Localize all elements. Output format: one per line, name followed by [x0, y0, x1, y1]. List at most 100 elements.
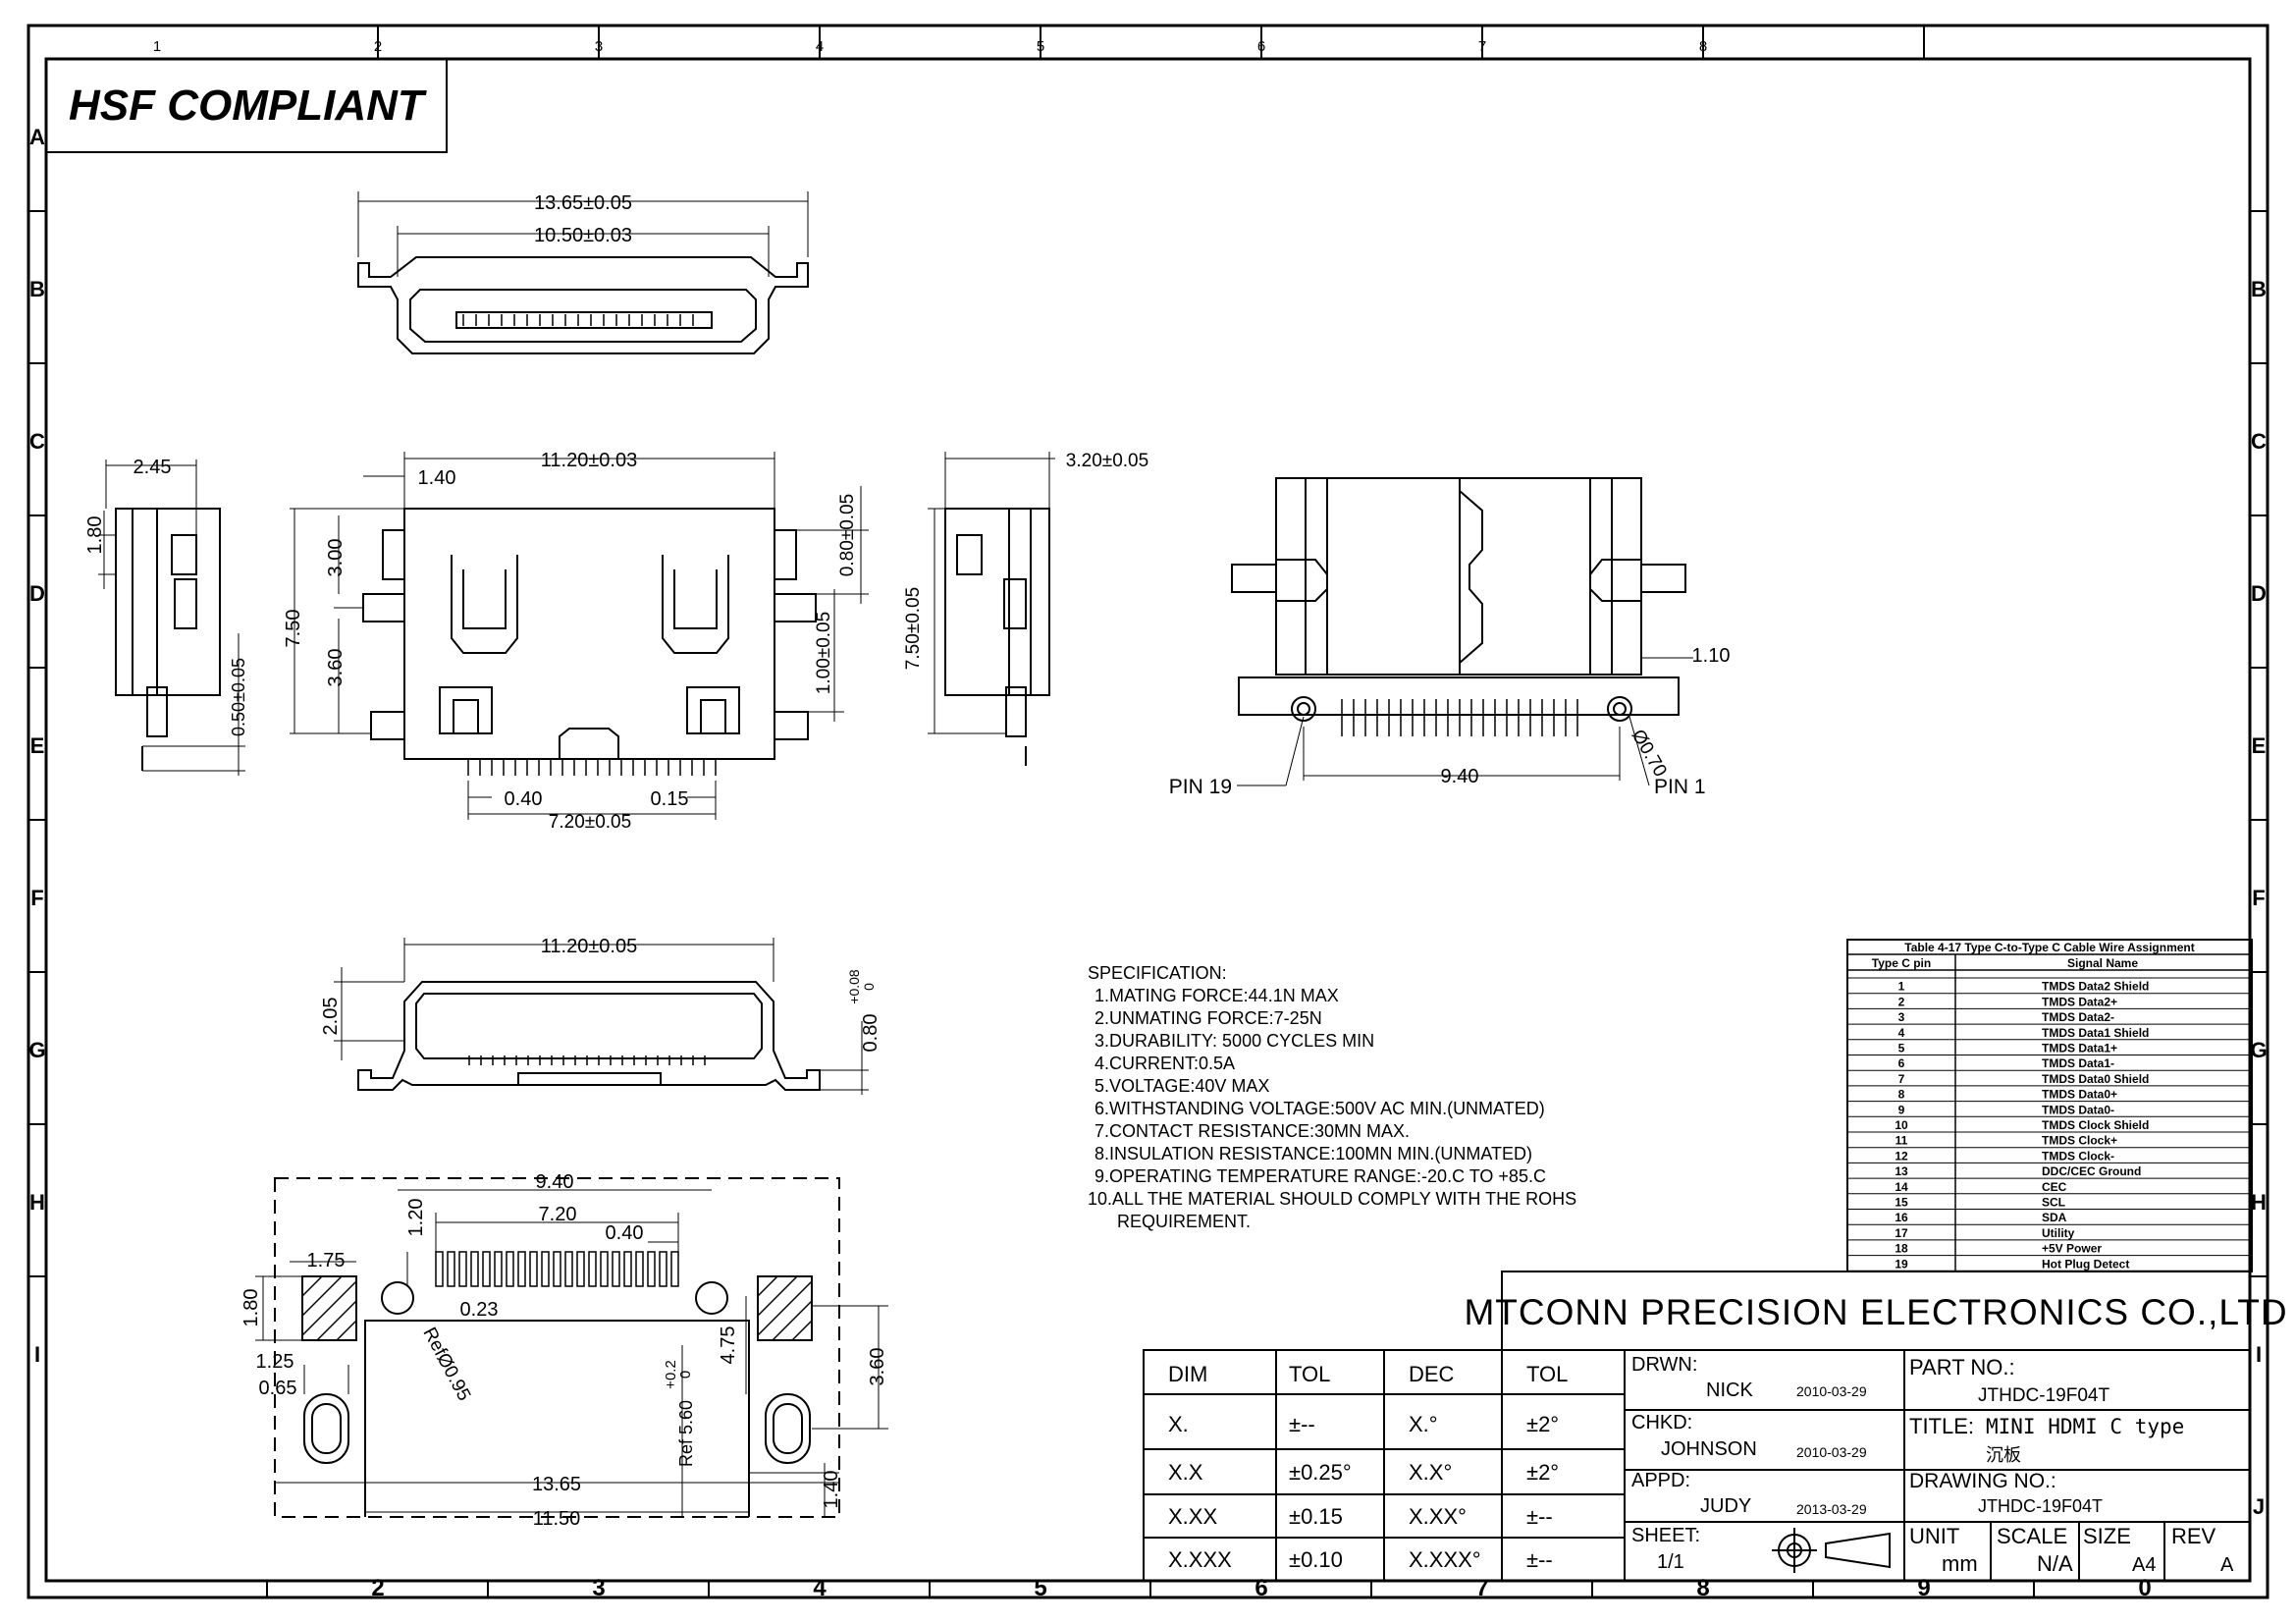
- spec-item: REQUIREMENT.: [1117, 1212, 1251, 1231]
- dwg-label: DRAWING NO.:: [1909, 1470, 2056, 1492]
- dim-label: Ø0.70: [1628, 727, 1671, 781]
- table-header: Type C pin: [1872, 956, 1931, 970]
- zone-number: 4: [816, 38, 824, 55]
- pcb-pad-row: [435, 1251, 679, 1287]
- dim-label: +0.08: [846, 969, 862, 1004]
- spec-item: 5.VOLTAGE:40V MAX: [1095, 1076, 1269, 1096]
- zone-number: 3: [595, 38, 603, 55]
- tol-cell: X.XX: [1168, 1504, 1217, 1529]
- pin-number: 19: [1895, 1257, 1908, 1271]
- pin-signal: TMDS Data1 Shield: [2042, 1026, 2149, 1040]
- zone-number: 7: [1478, 38, 1486, 55]
- zone-letter: F: [2252, 886, 2265, 910]
- zone-letter: F: [30, 886, 43, 910]
- tol-cell: X.XXX°: [1409, 1547, 1481, 1572]
- table-header: Signal Name: [2067, 956, 2138, 970]
- zone-number: 2: [371, 1575, 384, 1601]
- tolerance-table: DIM TOL DEC TOL X. ±-- X.° ±2° X.X ±0.25…: [1168, 1362, 1568, 1572]
- zone-letter: G: [28, 1038, 45, 1062]
- dim-label: 7.50±0.05: [903, 587, 924, 670]
- dim-label: 9.40: [536, 1171, 574, 1193]
- zone-letter: H: [2251, 1190, 2267, 1215]
- spec-item: 6.WITHSTANDING VOLTAGE:500V AC MIN.(UNMA…: [1095, 1099, 1545, 1118]
- front-pin-row: [467, 759, 717, 776]
- pin-number: 13: [1895, 1164, 1908, 1178]
- dim-label: 0.80±0.05: [837, 494, 858, 576]
- pin-number: 2: [1898, 995, 1905, 1008]
- tol-cell: ±2°: [1526, 1460, 1559, 1485]
- title-block: [1143, 1271, 2251, 1582]
- zone-letter: A: [29, 125, 45, 149]
- zone-letter: D: [29, 581, 45, 606]
- tol-header: DEC: [1409, 1362, 1455, 1386]
- pin-number: 6: [1898, 1056, 1905, 1070]
- dim-label: 13.65: [532, 1474, 581, 1495]
- dim-label: 7.20: [539, 1204, 577, 1225]
- size-value: A4: [2132, 1554, 2156, 1576]
- scale-label: SCALE: [1997, 1524, 2067, 1548]
- dwg-value: JTHDC-19F04T: [1978, 1496, 2103, 1516]
- zone-letter: I: [34, 1342, 40, 1367]
- company-name: MTCONN PRECISION ELECTRONICS CO.,LTD: [1464, 1292, 2287, 1332]
- dim-label: 0.40: [606, 1222, 644, 1244]
- dim-label: 1.00±0.05: [814, 612, 834, 694]
- title-value: MINI HDMI C type: [1986, 1415, 2184, 1438]
- zone-number: 2: [374, 38, 382, 55]
- dim-label: 1.80: [240, 1289, 262, 1327]
- spec-item: 8.INSULATION RESISTANCE:100MN MIN.(UNMAT…: [1095, 1144, 1532, 1163]
- hatched-pad-left: [301, 1275, 357, 1341]
- badge-text: HSF COMPLIANT: [69, 81, 427, 130]
- zone-number: 9: [1917, 1575, 1930, 1601]
- left-side-view: [98, 460, 245, 776]
- tol-cell: X.XX°: [1409, 1504, 1467, 1529]
- title-label: TITLE:: [1909, 1414, 1974, 1438]
- pin-number: 8: [1898, 1088, 1905, 1102]
- zone-letter: C: [29, 429, 45, 454]
- zone-letter: I: [2256, 1342, 2262, 1367]
- top-zone-numbers: 1 2 3 4 5 6 7 8: [153, 38, 1707, 55]
- front-view: [290, 452, 869, 820]
- dim-label: 0: [677, 1371, 694, 1379]
- zone-number: 3: [592, 1575, 605, 1601]
- zone-number: 8: [1699, 38, 1707, 55]
- dim-label: 0.80: [860, 1014, 881, 1053]
- drwn-label: DRWN:: [1631, 1354, 1697, 1376]
- pin-signal: Utility: [2042, 1226, 2075, 1240]
- zone-letter: C: [2251, 429, 2267, 454]
- drwn-date: 2010-03-29: [1796, 1383, 1867, 1399]
- dim-label: +0.2: [663, 1360, 679, 1389]
- pin-assignment-table: Table 4-17 Type C-to-Type C Cable Wire A…: [1846, 939, 2253, 1272]
- dim-label: 11.20±0.03: [541, 450, 637, 471]
- dim-label: 3.60: [867, 1348, 888, 1386]
- spec-item: 9.OPERATING TEMPERATURE RANGE:-20.C TO +…: [1095, 1166, 1546, 1186]
- scale-value: N/A: [2037, 1551, 2073, 1576]
- tol-header: TOL: [1526, 1362, 1568, 1386]
- zone-letter: E: [30, 733, 45, 758]
- dim-label: 4.75: [718, 1326, 739, 1365]
- pin-number: 17: [1895, 1226, 1908, 1240]
- spec-item: 2.UNMATING FORCE:7-25N: [1095, 1008, 1322, 1028]
- tol-cell: ±0.10: [1289, 1547, 1343, 1572]
- pin-signal: TMDS Clock-: [2042, 1149, 2114, 1163]
- pin-signal: SDA: [2042, 1211, 2067, 1224]
- spec-item: 10.ALL THE MATERIAL SHOULD COMPLY WITH T…: [1088, 1189, 1576, 1209]
- pin-signal: TMDS Data0+: [2042, 1088, 2117, 1102]
- dim-label: 7.50: [283, 610, 304, 648]
- spec-item: 4.CURRENT:0.5A: [1095, 1054, 1235, 1073]
- zone-number: 5: [1034, 1575, 1046, 1601]
- pin-signal: TMDS Data0-: [2042, 1103, 2114, 1116]
- pin-signal: CEC: [2042, 1180, 2067, 1194]
- zone-number: 6: [1257, 38, 1265, 55]
- dim-label: 1.40: [821, 1471, 842, 1509]
- dim-label: 0.23: [460, 1299, 499, 1321]
- pin-callout: PIN 19: [1169, 776, 1232, 798]
- pcb-layout: [255, 1177, 888, 1518]
- appd-label: APPD:: [1631, 1470, 1690, 1491]
- pin-signal: TMDS Data2+: [2042, 995, 2117, 1008]
- tol-cell: X.°: [1409, 1412, 1438, 1436]
- pin-signal: TMDS Data2 Shield: [2042, 980, 2149, 994]
- dim-label: 3.60: [325, 649, 347, 687]
- dim-label: 0.50±0.05: [229, 658, 248, 736]
- dim-label: RefØ0.95: [418, 1325, 474, 1405]
